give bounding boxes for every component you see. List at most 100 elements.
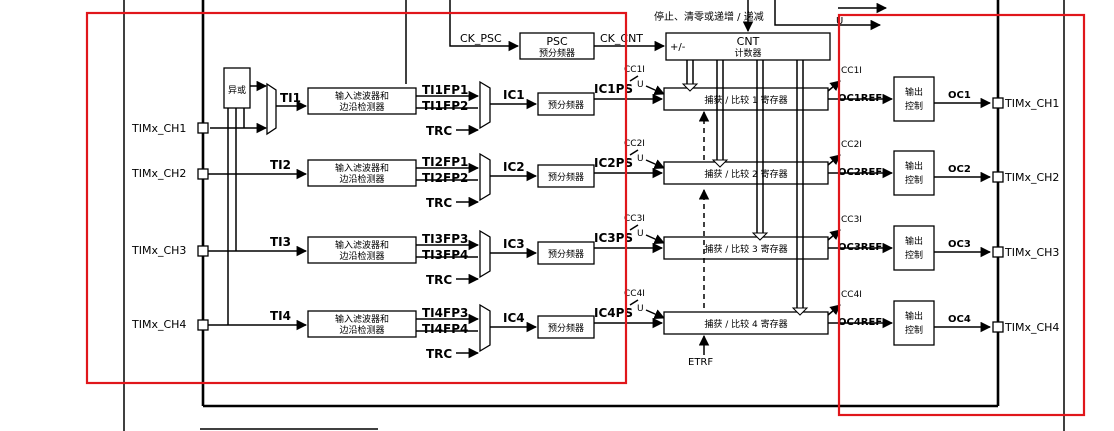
filter-box-ch3 [307, 236, 417, 264]
trc-label: TRC [426, 273, 452, 287]
xor-box [223, 67, 251, 109]
ic-label: IC3 [503, 237, 525, 251]
u-label: U [637, 304, 644, 314]
ccr-label: 捕获 / 比较 3 寄存器 [704, 243, 787, 255]
prescaler-label: 预分频器 [548, 322, 584, 334]
top-feed-line [449, 0, 520, 52]
prescaler-label: 预分频器 [548, 99, 584, 111]
cci-out-label: CC3I [841, 215, 862, 225]
u-label: U [637, 80, 644, 90]
oc-label: OC1 [948, 90, 971, 101]
cnt-bus-head [751, 232, 769, 241]
filter-label-b: 边沿检测器 [339, 250, 384, 262]
output-control-b: 控制 [905, 249, 923, 261]
cci-in-label: CC1I [624, 65, 645, 75]
xor-gate-group: 异或 [210, 67, 308, 325]
xor-mux [266, 82, 277, 136]
fp-a-label: TI4FP3 [422, 306, 468, 320]
cnt-bus-head [681, 83, 699, 92]
output-control-b: 控制 [905, 324, 923, 336]
filter-label-a: 输入滤波器和 [335, 90, 389, 102]
output-pin-label-ch3: TIMx_CH3 [1004, 246, 1059, 259]
output-control-ch4 [893, 300, 935, 346]
fp-a-label: TI2FP1 [422, 155, 468, 169]
ccr-label: 捕获 / 比较 2 寄存器 [704, 168, 787, 180]
input-pin-label-ch4: TIMx_CH4 [131, 318, 186, 331]
filter-label-b: 边沿检测器 [339, 324, 384, 336]
filter-label-b: 边沿检测器 [339, 101, 384, 113]
ti-label-ch2: TI2 [270, 158, 291, 172]
input-pin-ch3 [197, 245, 209, 257]
output-control-a: 输出 [905, 86, 923, 98]
fp-a-label: TI3FP3 [422, 232, 468, 246]
u-label: U [637, 229, 644, 239]
output-pin-ch3 [992, 246, 1004, 258]
ic-label: IC4 [503, 311, 525, 325]
fp-b-label: TI2FP2 [422, 171, 468, 185]
prescaler-box-ch4 [537, 315, 595, 339]
output-control-a: 输出 [905, 310, 923, 322]
input-highlight-box [85, 11, 628, 385]
update-line-a [774, 0, 882, 31]
input-pin-label-ch2: TIMx_CH2 [131, 167, 186, 180]
psc-subtitle: 预分频器 [539, 47, 575, 59]
cci-in-label: CC2I [624, 139, 645, 149]
filter-box-ch4 [307, 310, 417, 338]
input-pin-label-ch1: TIMx_CH1 [131, 122, 186, 135]
ic-mux-ch3 [479, 229, 491, 279]
prescaler-box-ch1 [537, 92, 595, 116]
output-control-a: 输出 [905, 160, 923, 172]
ic-mux-ch1 [479, 80, 491, 130]
input-pin-ch2 [197, 168, 209, 180]
cci-in-label: CC3I [624, 214, 645, 224]
fp-a-label: TI1FP1 [422, 83, 468, 97]
fp-b-label: TI4FP4 [422, 322, 468, 336]
output-control-b: 控制 [905, 100, 923, 112]
u-arrow [645, 85, 665, 95]
filter-label-a: 输入滤波器和 [335, 239, 389, 251]
ccr-label: 捕获 / 比较 1 寄存器 [704, 94, 787, 106]
cnt-box [665, 32, 831, 61]
output-control-a: 输出 [905, 235, 923, 247]
trc-label: TRC [426, 347, 452, 361]
cci-in-tick [629, 75, 639, 82]
prescaler-label: 预分频器 [548, 248, 584, 260]
cnt-sign: +/- [670, 42, 686, 53]
cci-in-label: CC4I [624, 289, 645, 299]
trc-label: TRC [426, 196, 452, 210]
cci-out-label: CC2I [841, 140, 862, 150]
output-highlight-box [837, 13, 1086, 417]
filter-label-a: 输入滤波器和 [335, 162, 389, 174]
ref-label: OC4REF [838, 317, 882, 328]
output-control-ch3 [893, 225, 935, 271]
filter-label-a: 输入滤波器和 [335, 313, 389, 325]
psc-box [519, 32, 595, 60]
oc-label: OC2 [948, 164, 971, 175]
ref-label: OC1REF [838, 93, 882, 104]
output-control-ch2 [893, 150, 935, 196]
cnt-bus-head [711, 159, 729, 168]
ck-cnt-label: CK_CNT [600, 32, 643, 45]
ccr-label: 捕获 / 比较 4 寄存器 [704, 318, 787, 330]
icps-label: IC4PS [594, 306, 633, 320]
icps-label: IC1PS [594, 82, 633, 96]
u-arrow [645, 309, 665, 319]
u-arrow [645, 234, 665, 244]
output-pin-label-ch4: TIMx_CH4 [1004, 321, 1059, 334]
ic-mux-ch4 [479, 303, 491, 353]
filter-label-b: 边沿检测器 [339, 173, 384, 185]
cci-in-tick [629, 149, 639, 156]
prescaler-box-ch2 [537, 164, 595, 188]
ck-psc-label: CK_PSC [460, 32, 502, 45]
ti-label-ch3: TI3 [270, 235, 291, 249]
ref-label: OC3REF [838, 242, 882, 253]
icps-label: IC3PS [594, 231, 633, 245]
trc-label: TRC [426, 124, 452, 138]
cci-out-label: CC1I [841, 66, 862, 76]
prescaler-box-ch3 [537, 241, 595, 265]
stop-clear-label: 停止、清零或递增 / 递减 [654, 10, 764, 23]
ic-label: IC2 [503, 160, 525, 174]
ic-mux-ch2 [479, 152, 491, 202]
ref-label: OC2REF [838, 167, 882, 178]
input-pin-ch1 [197, 122, 209, 134]
